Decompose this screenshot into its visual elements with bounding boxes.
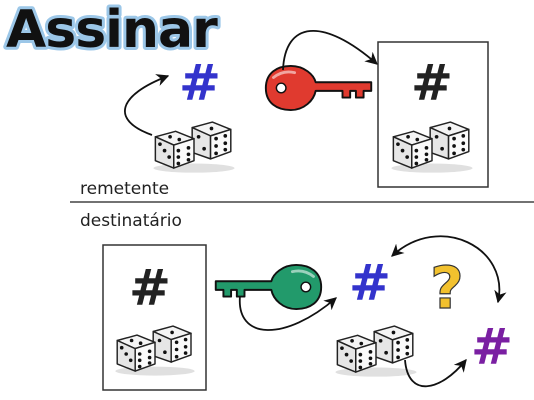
receiver-label: destinatário <box>80 211 182 231</box>
compare-arrow <box>391 235 507 304</box>
receiver-dice-icon <box>334 325 418 378</box>
sender-section: # # remetente <box>80 29 489 199</box>
question-mark: ? <box>430 254 464 322</box>
page-title-glow: Assinar <box>6 0 218 60</box>
page-title: Assinar <box>6 0 218 60</box>
public-key-icon <box>214 263 323 311</box>
verify-arrow <box>239 295 337 331</box>
signed-document-icon: # <box>377 41 489 188</box>
hash-arrow <box>124 74 170 136</box>
received-hash-symbol: # <box>129 259 171 317</box>
sender-hash-symbol: # <box>179 54 221 112</box>
receiver-section: destinatário # # ? # <box>80 211 513 391</box>
decrypted-hash-symbol: # <box>349 254 391 312</box>
sender-label: remetente <box>80 179 169 199</box>
private-key-icon <box>264 64 373 112</box>
sender-dice-icon <box>152 121 236 174</box>
computed-hash-symbol: # <box>471 318 513 376</box>
sign-arrow <box>282 29 378 71</box>
rehash-arrow <box>404 359 467 388</box>
signed-hash-symbol: # <box>411 54 453 112</box>
received-document-icon: # <box>102 244 207 391</box>
